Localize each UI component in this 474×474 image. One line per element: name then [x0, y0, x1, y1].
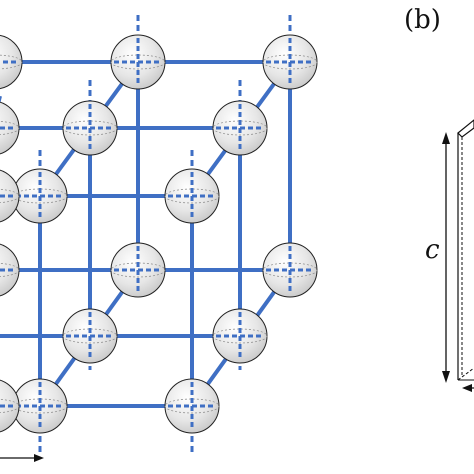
- sphere-icon: [110, 242, 166, 298]
- sphere-icon: [212, 308, 268, 364]
- sphere-icon: [0, 379, 20, 433]
- sphere-equator: [0, 398, 20, 414]
- sphere-equator: [0, 54, 23, 70]
- sphere-icon: [12, 378, 68, 434]
- sphere-icon: [62, 308, 118, 364]
- sphere-icon: [12, 168, 68, 224]
- sphere-icon: [164, 378, 220, 434]
- sphere-icon: [164, 168, 220, 224]
- sphere-equator: [0, 188, 20, 204]
- sphere-equator: [262, 262, 318, 278]
- x-direction-arrow: [0, 454, 44, 462]
- sphere-icon: [0, 34, 23, 90]
- sphere-equator: [62, 328, 118, 344]
- c-axis-arrow: [442, 132, 450, 383]
- sphere-icon: [212, 100, 268, 156]
- sphere-equator: [0, 262, 20, 278]
- panel-a-lattice: [0, 15, 318, 455]
- sphere-equator: [110, 262, 166, 278]
- panel-b: (b) c: [404, 5, 474, 392]
- sphere-icon: [110, 34, 166, 90]
- sphere-equator: [212, 120, 268, 136]
- sphere-icon: [62, 100, 118, 156]
- sphere-icon: [0, 243, 20, 297]
- unit-cell-prism: [457, 119, 474, 392]
- axis-c-label: c: [425, 235, 440, 265]
- sphere-layer: [0, 34, 318, 434]
- sphere-equator: [212, 328, 268, 344]
- sphere-equator: [164, 398, 220, 414]
- sphere-icon: [0, 169, 20, 223]
- sphere-icon: [262, 242, 318, 298]
- sphere-equator: [0, 120, 20, 136]
- sphere-equator: [164, 188, 220, 204]
- vertical-dashed-bonds: [38, 15, 292, 455]
- sphere-equator: [262, 54, 318, 70]
- sphere-equator: [110, 54, 166, 70]
- sphere-icon: [0, 101, 20, 155]
- panel-b-label: (b): [404, 5, 441, 35]
- sphere-equator: [62, 120, 118, 136]
- sphere-icon: [262, 34, 318, 90]
